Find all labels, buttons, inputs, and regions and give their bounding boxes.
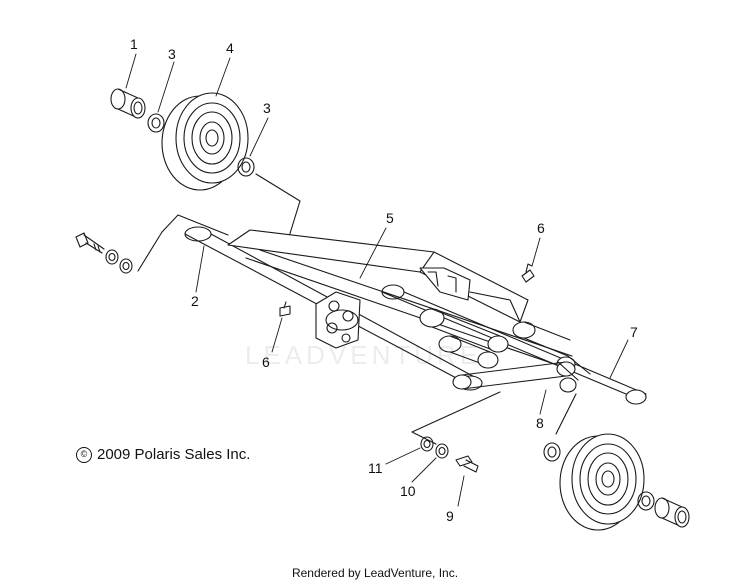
callout-5: 5	[386, 210, 394, 226]
grease-fitting-left	[279, 301, 291, 317]
callout-labels: 1 3 4 3 5 6 2 6 7 8 11 10 9	[130, 36, 638, 524]
front-bolt	[75, 232, 105, 254]
front-washers	[105, 249, 133, 274]
callout-9: 9	[446, 508, 454, 524]
spacer-bushing-bottom	[654, 497, 690, 528]
rear-cross-member	[227, 229, 529, 323]
callout-3-lower: 3	[263, 100, 271, 116]
frame-cylinders	[419, 308, 571, 369]
callout-4: 4	[226, 40, 234, 56]
watermark: LEADVENTURE	[245, 340, 482, 370]
spacer-bushing-top	[110, 88, 146, 119]
washer-top-right	[237, 157, 255, 177]
callout-6-lower: 6	[262, 354, 270, 370]
leader-bottom-hardware	[411, 391, 501, 445]
pivot-bracket	[315, 291, 361, 349]
copyright-text: 2009 Polaris Sales Inc.	[97, 446, 251, 463]
callout-8: 8	[536, 415, 544, 431]
copyright-notice: © 2009 Polaris Sales Inc.	[76, 446, 250, 463]
callout-11: 11	[368, 460, 383, 476]
grease-fitting-right	[521, 263, 535, 283]
idler-wheel-top	[161, 92, 249, 191]
callout-1: 2	[191, 293, 199, 309]
callout-2: 1	[130, 36, 138, 52]
leader-rear-wheel	[555, 393, 577, 435]
callout-7: 7	[630, 324, 638, 340]
copyright-icon: ©	[76, 446, 92, 463]
callout-leaders	[125, 53, 629, 507]
bottom-bolt	[455, 455, 479, 473]
bottom-washers	[420, 436, 449, 459]
leader-top-assembly	[255, 173, 301, 241]
washer-top-left	[147, 113, 165, 133]
washer-bottom-right	[637, 491, 655, 511]
callout-10: 10	[400, 483, 416, 499]
callout-6-upper: 6	[537, 220, 545, 236]
rendered-by-footer: Rendered by LeadVenture, Inc.	[291, 566, 459, 580]
callout-3-upper: 3	[168, 46, 176, 62]
washer-bottom-left	[543, 442, 561, 462]
leader-front-bolt	[137, 214, 229, 272]
idler-wheel-bottom	[559, 433, 645, 531]
crossbar-extension	[557, 355, 591, 393]
